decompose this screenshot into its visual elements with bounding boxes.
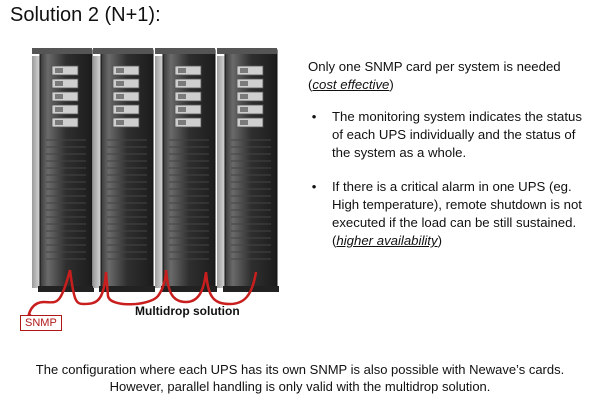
ups-module bbox=[51, 91, 79, 102]
module-display bbox=[55, 81, 63, 86]
bullet-icon: • bbox=[311, 109, 317, 124]
cabinet-base bbox=[99, 286, 155, 292]
module-display bbox=[240, 68, 248, 73]
ups-module bbox=[112, 65, 140, 76]
module-display bbox=[240, 81, 248, 86]
intro-emphasis: cost effective bbox=[312, 77, 390, 92]
bullet-icon: • bbox=[311, 179, 317, 194]
ups-module bbox=[236, 78, 264, 89]
ups-module bbox=[174, 65, 202, 76]
ups-module bbox=[51, 78, 79, 89]
cabinet-side-panel bbox=[155, 56, 163, 288]
ups-module bbox=[174, 78, 202, 89]
ups-module bbox=[236, 91, 264, 102]
footer-note: The configuration where each UPS has its… bbox=[0, 361, 600, 395]
slide-title: Solution 2 (N+1): bbox=[10, 4, 161, 26]
module-display bbox=[55, 107, 63, 112]
module-display bbox=[116, 120, 124, 125]
intro-text: Only one SNMP card per system is needed bbox=[308, 59, 561, 74]
bullet-text: The monitoring system indicates the stat… bbox=[332, 109, 582, 160]
cabinet-body bbox=[100, 49, 154, 289]
ups-cabinet bbox=[32, 48, 94, 292]
ups-module bbox=[112, 78, 140, 89]
cabinet-top bbox=[32, 48, 92, 54]
bullet-text: If there is a critical alarm in one UPS … bbox=[332, 179, 582, 230]
intro-paragraph: Only one SNMP card per system is needed … bbox=[308, 59, 561, 92]
module-display bbox=[178, 94, 186, 99]
module-display bbox=[178, 120, 186, 125]
module-display bbox=[178, 81, 186, 86]
cabinet-body bbox=[39, 49, 93, 289]
module-display bbox=[240, 107, 248, 112]
ups-module bbox=[51, 65, 79, 76]
module-display bbox=[116, 107, 124, 112]
bullet-emphasis: higher availability bbox=[336, 233, 438, 248]
bullet-item: • If there is a critical alarm in one UP… bbox=[308, 178, 593, 250]
ups-cabinets-illustration bbox=[26, 48, 279, 331]
ups-module bbox=[51, 117, 79, 128]
module-display bbox=[178, 107, 186, 112]
footer-line-1: The configuration where each UPS has its… bbox=[35, 362, 565, 377]
figure-caption: Multidrop solution bbox=[135, 304, 240, 318]
ups-module bbox=[174, 91, 202, 102]
ups-module bbox=[112, 104, 140, 115]
module-display bbox=[55, 94, 63, 99]
module-display bbox=[240, 94, 248, 99]
cabinet-top bbox=[93, 48, 153, 54]
ups-module bbox=[236, 117, 264, 128]
cabinet-body bbox=[162, 49, 216, 289]
ups-module bbox=[236, 104, 264, 115]
ups-module bbox=[112, 91, 140, 102]
module-display bbox=[240, 120, 248, 125]
cabinet-base bbox=[38, 286, 94, 292]
module-display bbox=[116, 81, 124, 86]
cabinet-top bbox=[217, 48, 277, 54]
cabinet-base bbox=[161, 286, 217, 292]
cabinet-side-panel bbox=[32, 56, 40, 288]
bullet-item: • The monitoring system indicates the st… bbox=[308, 108, 593, 162]
module-display bbox=[116, 94, 124, 99]
module-display bbox=[116, 68, 124, 73]
cabinet-body bbox=[224, 49, 278, 289]
ups-cabinet bbox=[217, 48, 279, 292]
ups-module bbox=[51, 104, 79, 115]
cabinet-side-panel bbox=[93, 56, 101, 288]
ups-cabinet bbox=[155, 48, 217, 292]
description-panel: Only one SNMP card per system is needed … bbox=[308, 58, 593, 266]
snmp-label: SNMP bbox=[20, 315, 62, 331]
cabinet-side-panel bbox=[217, 56, 225, 288]
module-display bbox=[55, 68, 63, 73]
ups-cabinet bbox=[93, 48, 155, 292]
cabinet-top bbox=[155, 48, 215, 54]
ups-module bbox=[112, 117, 140, 128]
module-display bbox=[178, 68, 186, 73]
ups-module bbox=[236, 65, 264, 76]
module-display bbox=[55, 120, 63, 125]
multidrop-cable bbox=[26, 269, 258, 331]
bullet-list: • The monitoring system indicates the st… bbox=[308, 108, 593, 250]
ups-module bbox=[174, 117, 202, 128]
ups-module bbox=[174, 104, 202, 115]
footer-line-2: However, parallel handling is only valid… bbox=[109, 379, 491, 394]
